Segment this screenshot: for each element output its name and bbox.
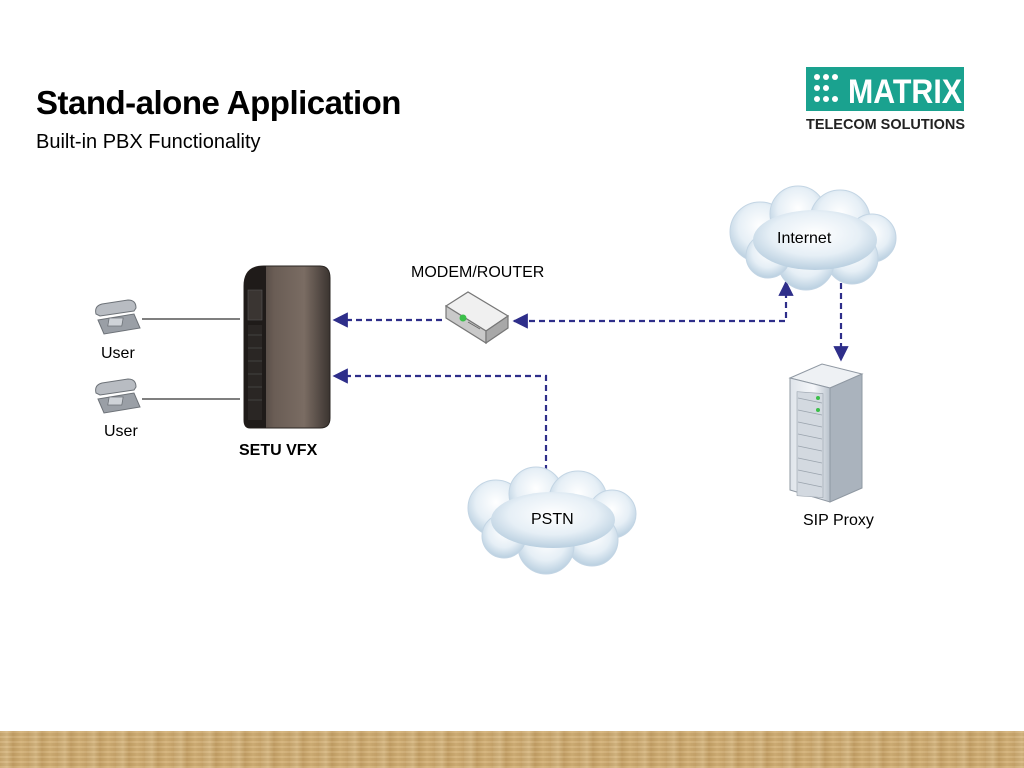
- label-internet: Internet: [777, 230, 832, 247]
- matrix-logo: MATRIX TELECOM SOLUTIONS: [806, 67, 965, 133]
- logo-dots-icon: [814, 74, 838, 102]
- slide-title: Stand-alone Application: [36, 84, 401, 121]
- label-setu-vfx: SETU VFX: [239, 442, 318, 459]
- label-user-top: User: [101, 345, 135, 362]
- setu-vfx-device: [243, 265, 331, 429]
- label-user-bottom: User: [104, 423, 138, 440]
- label-sip-proxy: SIP Proxy: [803, 512, 874, 529]
- connector-pstn-to-vfx: [332, 368, 548, 471]
- telephone-icon-top: [95, 299, 141, 335]
- label-modem-router: MODEM/ROUTER: [411, 264, 545, 281]
- modem-router-icon: [444, 291, 510, 345]
- footer-texture-band: [0, 731, 1024, 768]
- slide-subtitle: Built-in PBX Functionality: [36, 131, 261, 153]
- label-pstn: PSTN: [531, 511, 574, 528]
- telephone-icon-bottom: [95, 378, 141, 414]
- internet-cloud: [729, 185, 897, 291]
- sip-proxy-server-icon: [788, 363, 864, 503]
- logo-tagline: TELECOM SOLUTIONS: [806, 116, 965, 133]
- logo-brand: MATRIX: [848, 73, 962, 111]
- connector-internet-to-router: [512, 280, 794, 329]
- pstn-cloud: [467, 466, 637, 575]
